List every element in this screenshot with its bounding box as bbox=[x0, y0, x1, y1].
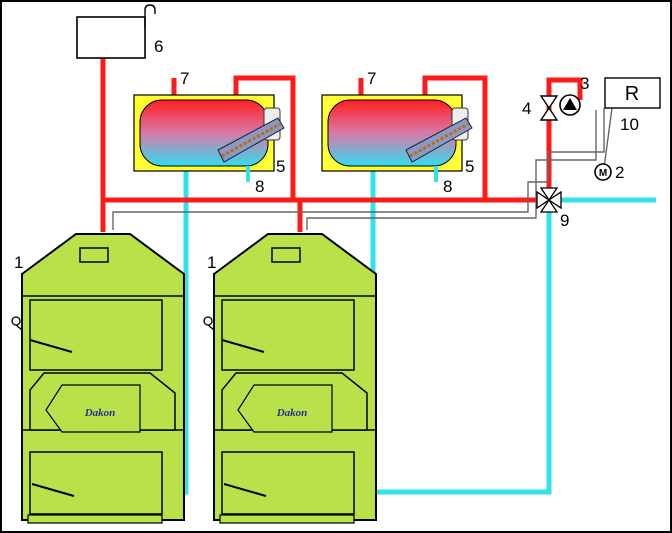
svg-text:M: M bbox=[599, 168, 607, 179]
hot-water-tank-left bbox=[133, 94, 285, 182]
circulation-pump-icon bbox=[559, 94, 581, 116]
label-valve: 4 bbox=[522, 99, 531, 118]
label-expansion-tank: 6 bbox=[154, 37, 163, 56]
label-heater-right: 5 bbox=[465, 157, 474, 176]
label-sensor: 2 bbox=[615, 163, 624, 182]
number-labels: 1 1 2 3 4 5 5 6 7 7 8 8 9 10 bbox=[14, 37, 639, 272]
temperature-sensor-icon: M bbox=[594, 163, 612, 181]
label-heater-left: 5 bbox=[276, 157, 285, 176]
label-boiler-left: 1 bbox=[14, 253, 23, 272]
shutoff-valve-icon bbox=[539, 95, 559, 121]
control-wires bbox=[112, 107, 613, 230]
label-mixing-valve: 9 bbox=[560, 211, 569, 230]
label-cold-in-right: 8 bbox=[443, 177, 452, 196]
label-hot-out-right: 7 bbox=[367, 69, 376, 88]
hot-water-tank-right bbox=[321, 94, 473, 182]
label-regulator: 10 bbox=[620, 115, 639, 134]
regulator-letter: R bbox=[625, 83, 639, 105]
heating-element-left-icon bbox=[217, 117, 285, 163]
boiler-left-brand: Dakon bbox=[84, 407, 116, 419]
label-cold-in-left: 8 bbox=[255, 177, 264, 196]
mixing-valve-icon bbox=[536, 187, 562, 213]
regulator-icon: R bbox=[604, 77, 661, 109]
label-hot-out-left: 7 bbox=[180, 69, 189, 88]
boiler-right-brand: Dakon bbox=[276, 407, 308, 419]
expansion-tank-icon bbox=[76, 4, 156, 59]
boiler-left: Dakon bbox=[11, 233, 185, 524]
heating-element-right-icon bbox=[405, 117, 473, 163]
supply-pipes bbox=[100, 58, 583, 232]
boiler-right: Dakon bbox=[203, 233, 377, 524]
label-pump: 3 bbox=[580, 74, 589, 93]
label-boiler-right: 1 bbox=[207, 253, 216, 272]
